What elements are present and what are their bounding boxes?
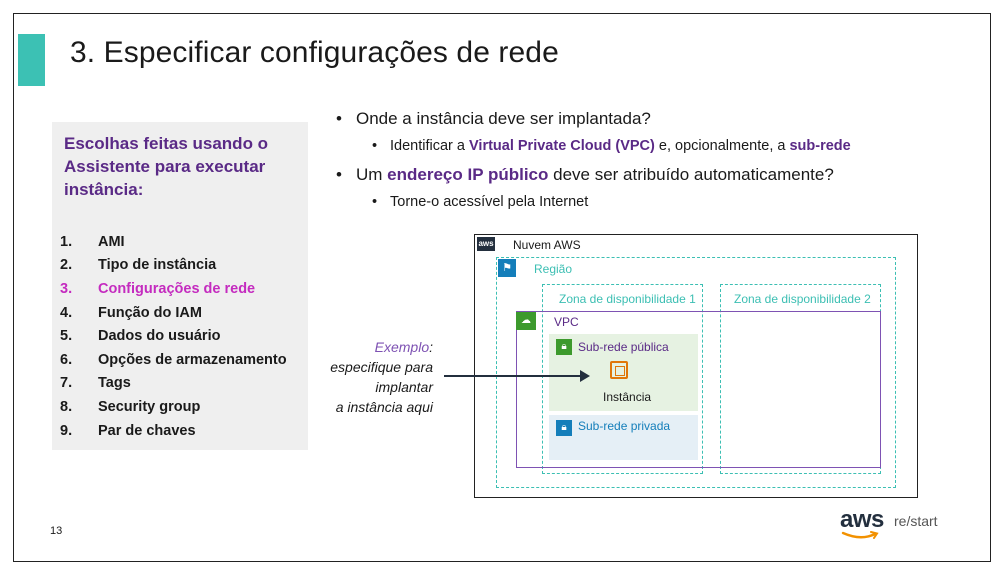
slide-title: 3. Especificar configurações de rede (70, 36, 559, 69)
arrow-head-icon (580, 370, 590, 382)
public-subnet-label: Sub-rede pública (578, 340, 669, 354)
page-number: 13 (50, 525, 63, 537)
list-item: 4.Função do IAM (60, 304, 202, 321)
aws-smile-icon (841, 531, 879, 539)
example-word: Exemplo (374, 339, 430, 355)
example-callout: Exemplo: especifique para implantar a in… (330, 339, 433, 415)
region-box (496, 257, 896, 488)
availability-zone-1 (542, 284, 703, 474)
highlight-public-ip: endereço IP público (387, 165, 549, 184)
bullet-public-ip: • Um endereço IP público deve ser atribu… (336, 165, 834, 184)
region-label: Região (534, 262, 573, 276)
highlight-subnet: sub-rede (789, 138, 851, 154)
list-item: 9.Par de chaves (60, 422, 196, 439)
private-subnet-box (549, 415, 698, 460)
aws-cloud-icon: aws (477, 237, 495, 251)
list-item-active: 3.Configurações de rede (60, 280, 256, 297)
list-item: 1.AMI (60, 233, 125, 250)
list-item: 6.Opções de armazenamento (60, 351, 287, 368)
ec2-instance-icon (610, 361, 628, 379)
bullet-list: • Onde a instância deve ser implantada? … (336, 108, 976, 212)
bullet-dot: • (336, 109, 342, 128)
az2-label: Zona de disponibilidade 2 (734, 292, 871, 306)
az1-label: Zona de disponibilidade 1 (559, 292, 696, 306)
bullet-dot: • (336, 165, 342, 184)
lock-icon: 🔒︎ (556, 420, 572, 436)
list-item: 7.Tags (60, 375, 131, 392)
aws-logo-text: aws (840, 506, 884, 533)
wizard-choices-panel: Escolhas feitas usando o Assistente para… (52, 122, 308, 450)
sub-bullet-internet: • Torne-o acessível pela Internet (372, 194, 589, 210)
wizard-steps-list: 1.AMI 2.Tipo de instância 3.Configuraçõe… (60, 230, 287, 442)
list-item: 5.Dados do usuário (60, 328, 221, 345)
vpc-box (516, 311, 881, 468)
highlight-vpc: Virtual Private Cloud (VPC) (469, 138, 655, 154)
aws-cloud-label: Nuvem AWS (513, 238, 581, 252)
bullet-dot: • (372, 194, 378, 210)
instance-label: Instância (603, 390, 652, 404)
private-subnet-label: Sub-rede privada (578, 419, 671, 433)
region-flag-icon: ⚑ (498, 259, 516, 277)
aws-cloud-diagram: aws Nuvem AWS (474, 234, 918, 498)
wizard-choices-heading: Escolhas feitas usando o Assistente para… (64, 134, 269, 199)
restart-logo-text: re/start (894, 513, 938, 529)
bullet-dot: • (372, 138, 378, 154)
lock-icon: 🔒︎ (556, 339, 572, 355)
pointer-arrow (444, 375, 584, 377)
slide-frame (13, 13, 991, 562)
sub-bullet-vpc: • Identificar a Virtual Private Cloud (V… (372, 138, 851, 154)
vpc-cloud-icon: ☁ (516, 312, 536, 330)
title-accent-bar (18, 34, 45, 86)
vpc-label: VPC (554, 315, 579, 329)
list-item: 2.Tipo de instância (60, 257, 217, 274)
public-subnet-box (549, 334, 698, 411)
list-item: 8.Security group (60, 398, 201, 415)
bullet-where: • Onde a instância deve ser implantada? (336, 109, 651, 128)
